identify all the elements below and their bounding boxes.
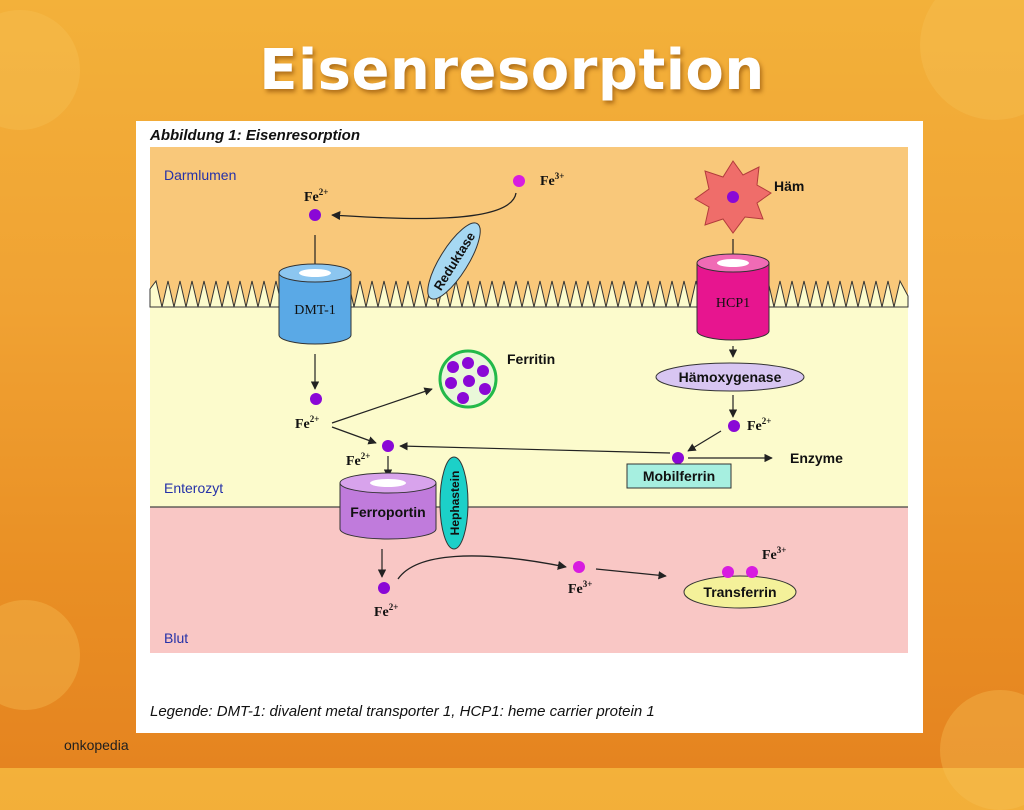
figure-legend: Legende: DMT-1: divalent metal transport… bbox=[150, 703, 655, 720]
mobilferrin-protein bbox=[626, 463, 732, 489]
svg-text:Ferroportin: Ferroportin bbox=[350, 504, 425, 520]
fe3-label: Fe3+ bbox=[540, 171, 564, 189]
enzymes-label: Enzyme bbox=[790, 450, 843, 466]
storage-arrow bbox=[331, 387, 433, 424]
source-footer: onkopedia bbox=[64, 737, 129, 753]
ferritin-label: Ferritin bbox=[507, 351, 555, 367]
haemoxygenase-label: Hämoxygenase bbox=[679, 369, 782, 385]
fe2-ion bbox=[672, 452, 684, 464]
lumen-zone bbox=[150, 147, 908, 307]
blood-label: Blut bbox=[164, 630, 188, 646]
fe2-label-cytosol: Fe2+ bbox=[295, 414, 319, 432]
binding-arrow bbox=[595, 568, 667, 580]
transfer-arrow bbox=[687, 430, 722, 452]
figure-caption: Abbildung 1: Eisenresorption bbox=[149, 127, 360, 144]
fe3-ion bbox=[513, 175, 525, 187]
reduction-arrow bbox=[331, 192, 517, 221]
fe3-ion bbox=[722, 566, 734, 578]
fe2-ion bbox=[310, 393, 322, 405]
haem-label: Häm bbox=[774, 178, 804, 194]
oxidation-arrow bbox=[397, 555, 567, 580]
lumen-label: Darmlumen bbox=[164, 167, 236, 183]
background-flower bbox=[0, 600, 80, 710]
transferrin-protein bbox=[683, 575, 797, 609]
enterocyte-label: Enterozyt bbox=[164, 480, 223, 496]
figure-panel: Abbildung 1: Eisenresorption Darmlumen E… bbox=[136, 121, 923, 733]
fe2-label-lumen: Fe2+ bbox=[304, 187, 328, 205]
fe2-ion bbox=[382, 440, 394, 452]
enterocyte-zone bbox=[150, 307, 908, 507]
ferritin-store bbox=[438, 349, 498, 409]
svg-text:Hephastein: Hephastein bbox=[448, 471, 462, 536]
fe2-label-haem: Fe2+ bbox=[747, 416, 771, 434]
fe3-ion bbox=[573, 561, 585, 573]
hcp1-transporter: HCP1 bbox=[696, 253, 770, 341]
fe2-label-blood: Fe2+ bbox=[374, 602, 398, 620]
ferroportin-transporter: Ferroportin bbox=[339, 472, 437, 540]
fe2-ion bbox=[378, 582, 390, 594]
to-pool-arrow bbox=[399, 441, 671, 454]
fe3-label-transferrin: Fe3+ bbox=[762, 545, 786, 563]
fe2-ion bbox=[309, 209, 321, 221]
fe2-ion bbox=[728, 420, 740, 432]
background-flower bbox=[940, 690, 1024, 810]
pool-arrow bbox=[331, 426, 377, 445]
hephaestin-enzyme: Hephastein bbox=[439, 456, 469, 550]
fe3-label-blood: Fe3+ bbox=[568, 579, 592, 597]
iron-absorption-diagram: Abbildung 1: Eisenresorption Darmlumen E… bbox=[149, 127, 909, 720]
fe2-label-pool: Fe2+ bbox=[346, 451, 370, 469]
slide-title: Eisenresorption bbox=[259, 38, 765, 103]
dmt1-transporter: DMT-1 bbox=[278, 263, 352, 345]
fe3-ion bbox=[746, 566, 758, 578]
haemoxygenase-enzyme bbox=[655, 362, 805, 392]
blood-zone bbox=[150, 507, 908, 653]
haem-molecule bbox=[694, 160, 772, 234]
svg-text:HCP1: HCP1 bbox=[716, 296, 750, 311]
svg-text:DMT-1: DMT-1 bbox=[294, 303, 336, 318]
transferrin-label: Transferrin bbox=[703, 584, 776, 600]
mobilferrin-label: Mobilferrin bbox=[643, 468, 715, 484]
